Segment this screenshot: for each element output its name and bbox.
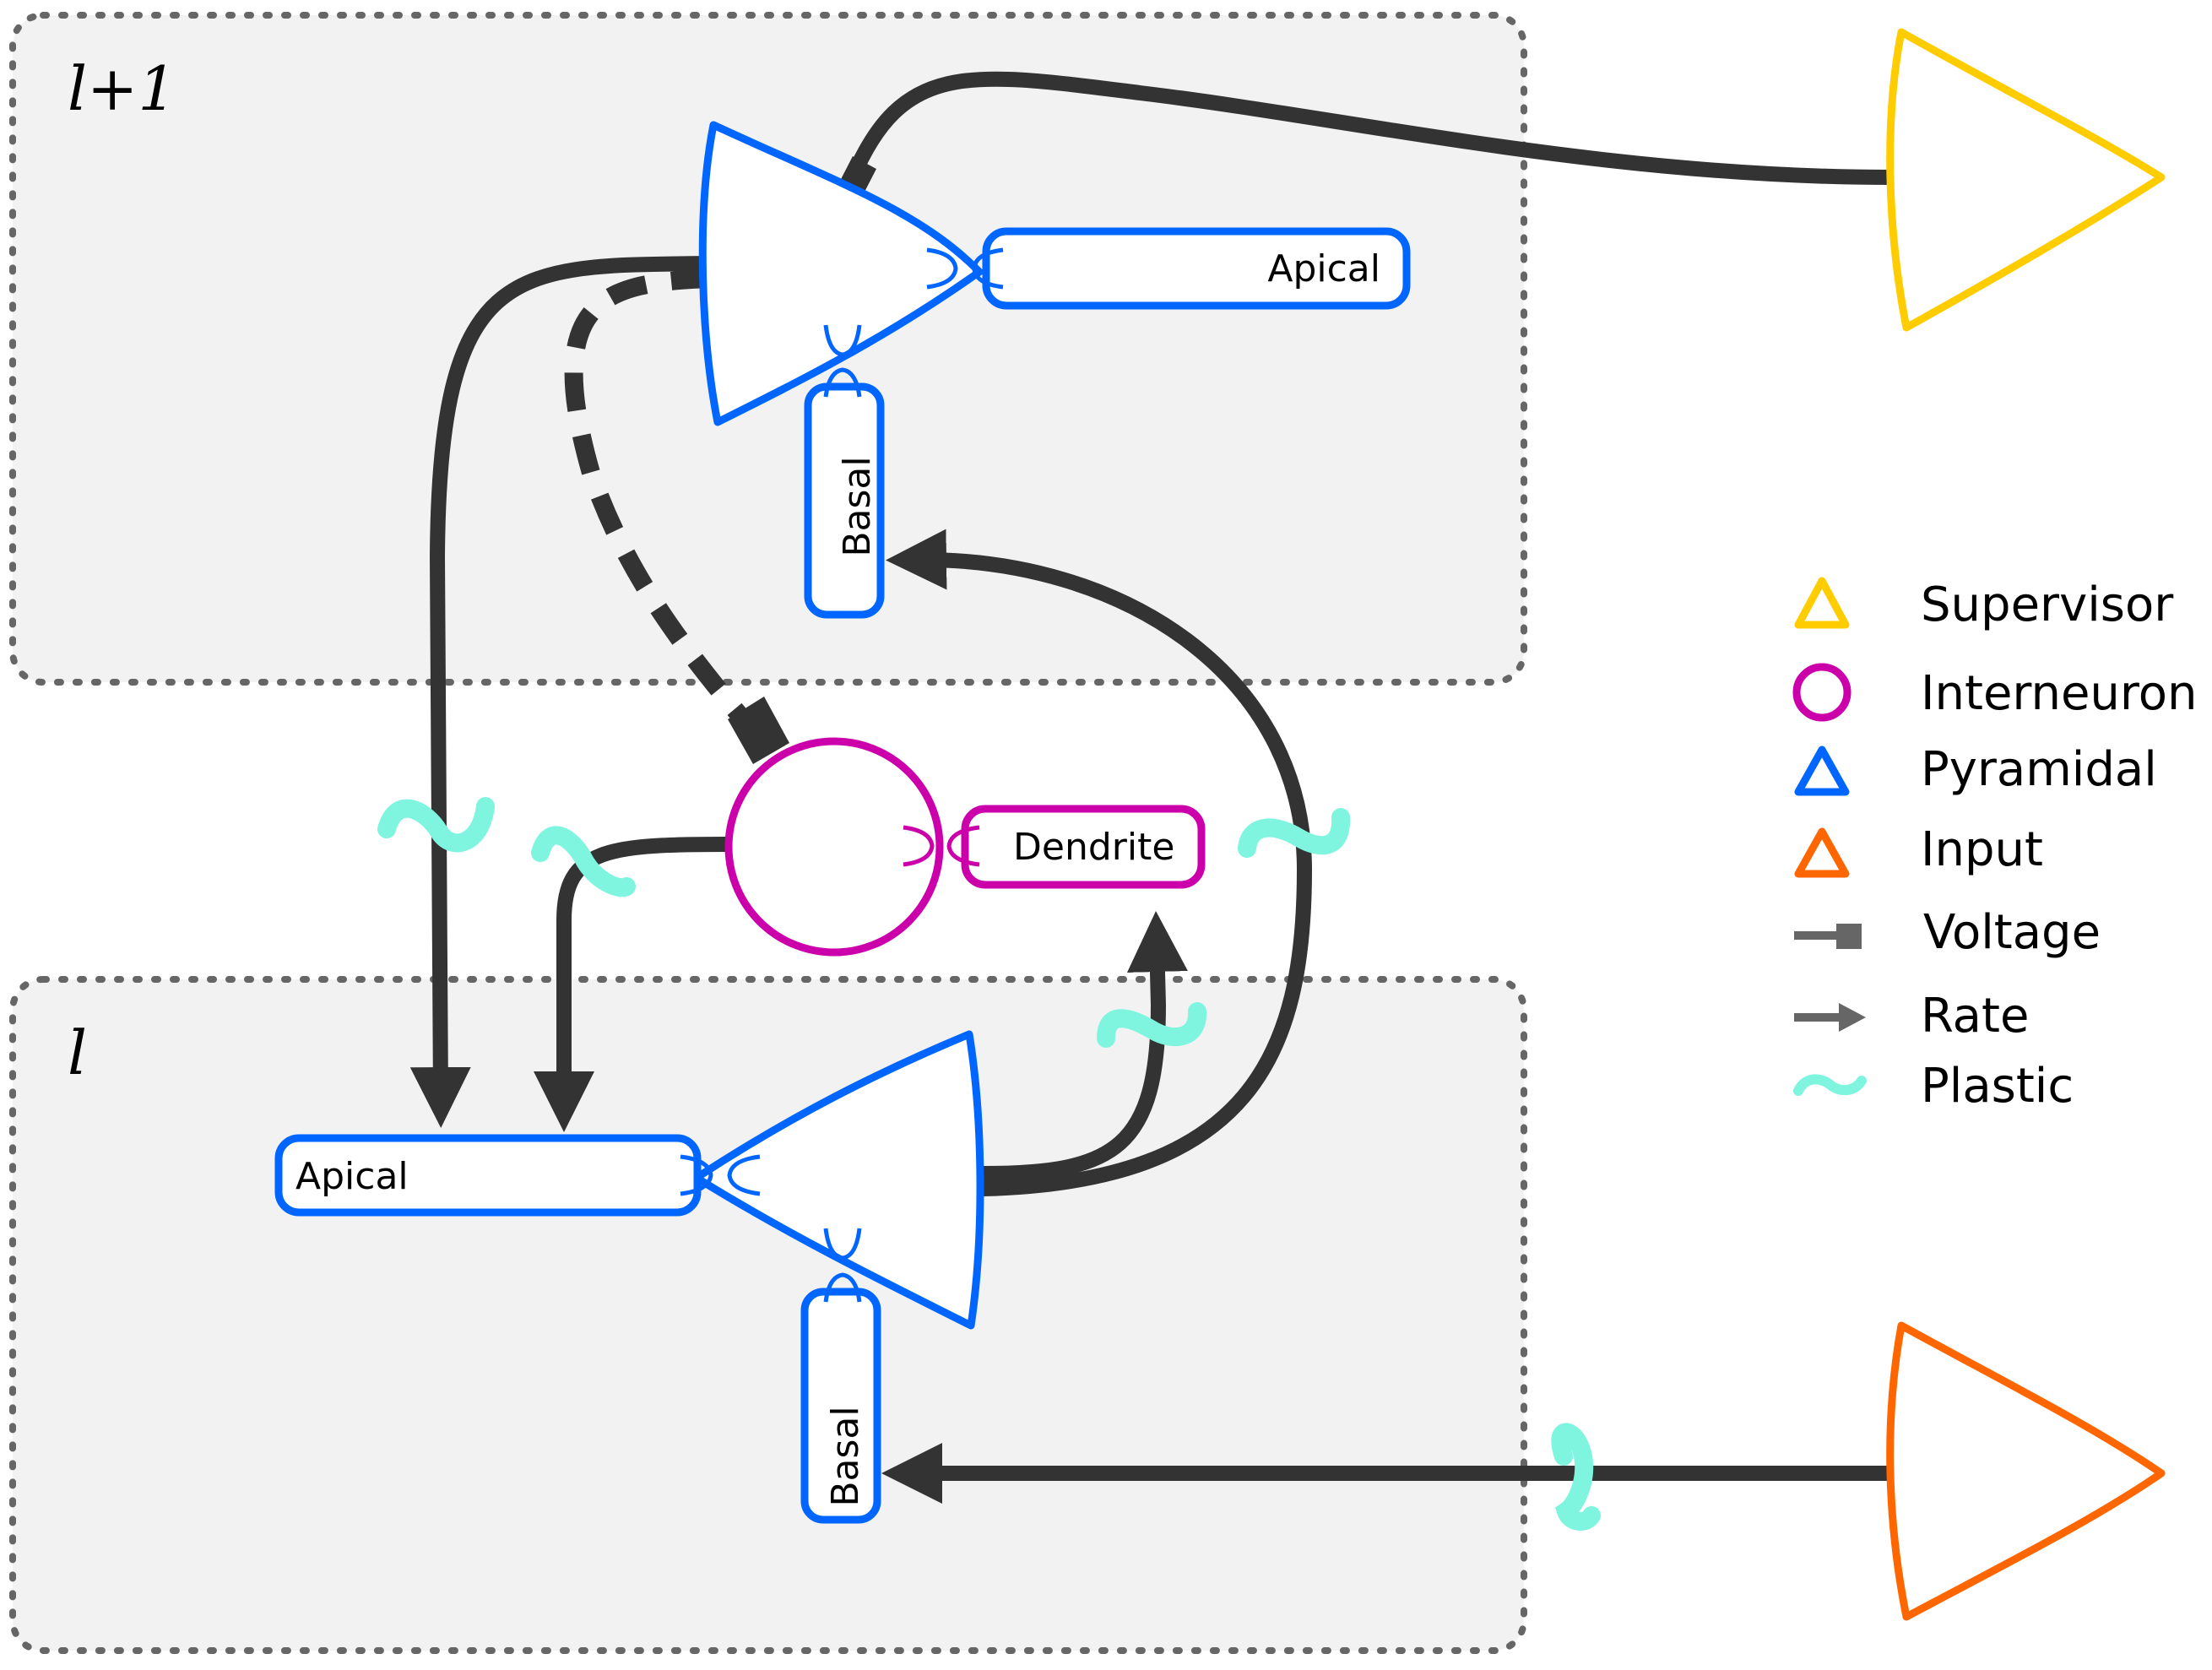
upper-basal-compartment — [804, 382, 885, 619]
synapse-dendrite — [903, 825, 935, 867]
legend-rate-arrowhead — [1839, 1003, 1866, 1032]
plastic-marker-to-upper-basal — [1238, 808, 1351, 858]
synapse-dendrite-post — [946, 825, 980, 867]
layer-lower-label: l — [68, 1017, 87, 1088]
lower-basal-label: Basal — [824, 1406, 867, 1506]
legend-label-supervisor: Supervisor — [1921, 577, 2174, 632]
synapse-lower-apical — [680, 1154, 713, 1196]
legend-label-pyramidal: Pyramidal — [1921, 742, 2157, 797]
synapse-upper-basal-post — [823, 367, 862, 398]
legend: Supervisor Interneuron Pyramidal Input V… — [1792, 577, 2197, 1114]
legend-label-plastic: Plastic — [1921, 1059, 2074, 1114]
plastic-marker-upper-to-apical — [377, 797, 495, 853]
input-neuron — [1886, 1321, 2166, 1621]
synapse-upper-apical — [926, 247, 958, 290]
interneuron-soma — [724, 737, 944, 957]
lower-apical-label: Apical — [295, 1155, 409, 1198]
upper-pyramidal-soma — [698, 121, 984, 426]
supervisor-neuron — [1886, 28, 2166, 332]
legend-supervisor-icon — [1794, 577, 1850, 629]
plastic-marker-input — [1551, 1423, 1601, 1531]
upper-basal-label: Basal — [836, 456, 879, 556]
upper-apical-label: Apical — [1267, 247, 1380, 290]
interneuron-dendrite-label: Dendrite — [1013, 826, 1174, 869]
connection-supervisor-to-upper-pyramidal — [845, 71, 1892, 185]
legend-pyramidal-icon — [1794, 746, 1850, 796]
layer-lower-box — [9, 976, 1527, 1654]
lower-pyramidal-soma — [692, 1030, 984, 1330]
layer-upper-label: l+1 — [68, 53, 176, 124]
synapse-upper-basal — [823, 324, 862, 357]
synapse-lower-basal-post — [823, 1272, 862, 1303]
legend-label-input: Input — [1921, 822, 2043, 877]
legend-label-voltage: Voltage — [1923, 905, 2101, 960]
synapse-upper-apical-post — [972, 247, 1004, 290]
synapse-lower-apical-post — [727, 1154, 761, 1196]
lower-apical-compartment — [274, 1134, 702, 1217]
legend-label-interneuron: Interneuron — [1921, 666, 2197, 721]
legend-input-icon — [1794, 827, 1850, 878]
interneuron-dendrite-compartment — [961, 805, 1206, 889]
connection-upper-pyramidal-to-lower-apical — [409, 256, 710, 1128]
legend-voltage-terminal — [1836, 924, 1862, 949]
plastic-marker-interneuron-to-apical — [531, 826, 636, 897]
connection-upper-pyramidal-to-interneuron — [564, 269, 763, 741]
plastic-marker-to-dendrite — [1097, 1002, 1206, 1048]
legend-plastic-icon — [1793, 1074, 1867, 1096]
legend-label-rate: Rate — [1921, 989, 2029, 1044]
synapse-lower-basal — [823, 1228, 862, 1261]
lower-basal-compartment — [800, 1288, 881, 1524]
upper-apical-compartment — [982, 227, 1411, 310]
voltage-terminal-interneuron — [728, 697, 789, 764]
connection-interneuron-to-lower-apical — [534, 837, 729, 1132]
legend-interneuron-icon — [1792, 663, 1851, 722]
connection-lower-pyramidal-to-upper-basal — [886, 529, 1313, 1196]
